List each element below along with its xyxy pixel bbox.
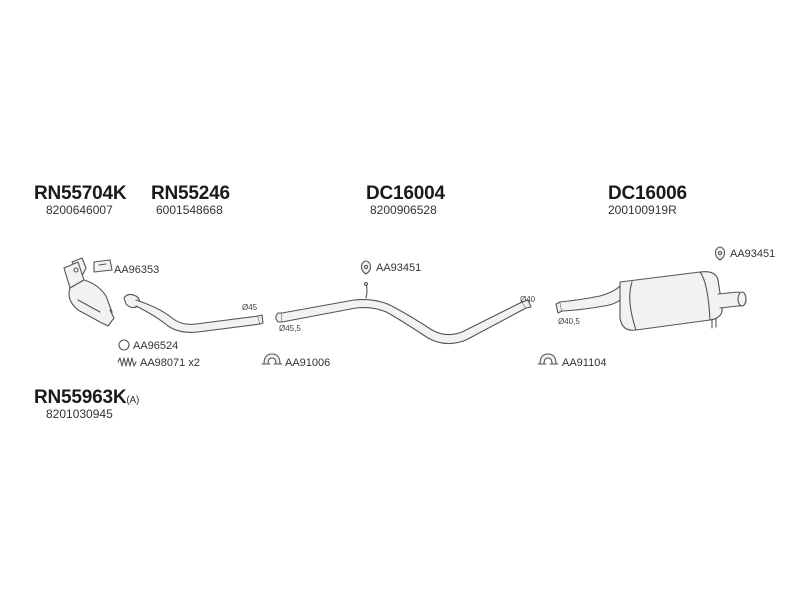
ring-gasket-icon (118, 339, 130, 351)
oe-number-rn55704k: 8200646007 (46, 203, 113, 217)
clamp-icon (537, 353, 559, 365)
ref-aa96524: AA96524 (133, 340, 179, 352)
center-pipe-icon (275, 281, 532, 345)
gasket-icon (93, 259, 113, 273)
spring-icon (117, 357, 137, 367)
diameter-label: Ø45,5 (279, 324, 301, 333)
oe-number-rn55246: 6001548668 (156, 203, 223, 217)
rear-silencer-icon (555, 271, 747, 331)
ref-aa93451-mid: AA93451 (376, 262, 422, 274)
oe-number-rn55963k: 8201030945 (46, 407, 113, 421)
part-code-dc16004: DC16004 (366, 183, 445, 204)
rubber-mount-icon (714, 246, 726, 261)
catalytic-converter-icon (63, 257, 115, 327)
part-code-rn55963k: RN55963K(A) (34, 387, 139, 409)
intermediate-pipe-icon (123, 293, 264, 333)
part-code-dc16006: DC16006 (608, 183, 687, 204)
ref-aa91006: AA91006 (285, 357, 331, 369)
diameter-label: Ø40,5 (558, 317, 580, 326)
clamp-icon (261, 353, 283, 365)
oe-number-dc16006: 200100919R (608, 203, 677, 217)
part-code-rn55963k-suffix: (A) (126, 395, 140, 406)
diameter-label: Ø40 (520, 295, 536, 304)
part-code-rn55246: RN55246 (151, 183, 230, 204)
diameter-label: Ø45 (242, 303, 258, 312)
ref-aa98071: AA98071 x2 (140, 357, 200, 369)
rubber-mount-icon (360, 260, 372, 275)
ref-aa93451-right: AA93451 (730, 248, 776, 260)
ref-aa91104: AA91104 (562, 357, 607, 369)
part-code-rn55963k-code: RN55963K (34, 387, 127, 408)
ref-aa96353: AA96353 (114, 264, 160, 276)
oe-number-dc16004: 8200906528 (370, 203, 437, 217)
part-code-rn55704k: RN55704K (34, 183, 127, 204)
